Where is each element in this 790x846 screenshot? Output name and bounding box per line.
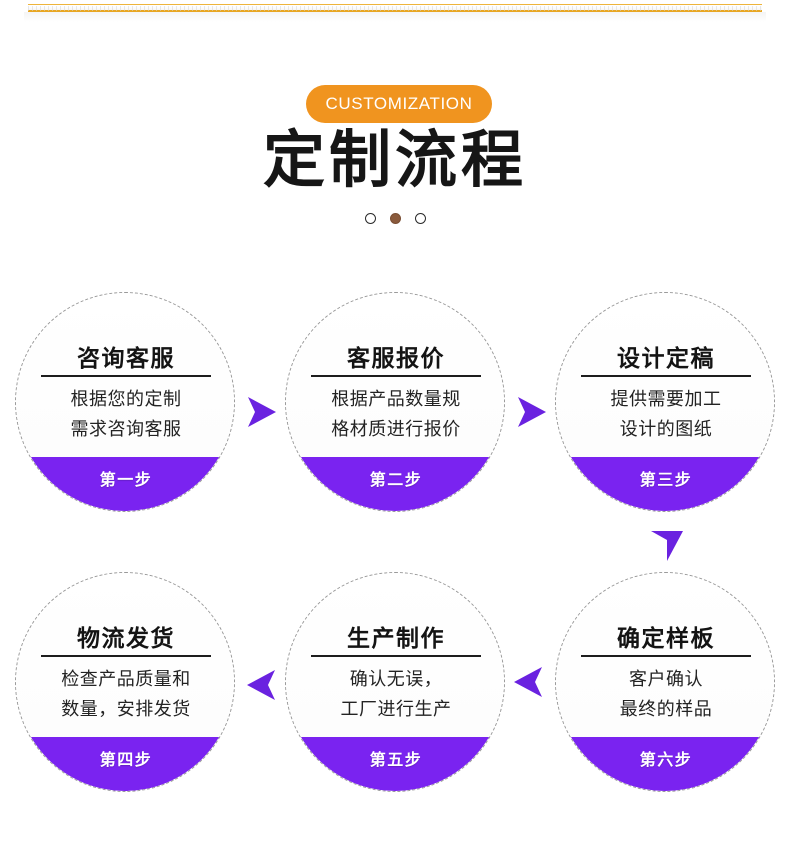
flow-step-4-label: 第四步 (99, 750, 153, 769)
flow-step-2-body: 客服报价 根据产品数量规 格材质进行报价 第二步 (286, 293, 504, 511)
flow-step-2-title: 客服报价 (347, 346, 445, 372)
flow-step-6-footer (556, 737, 774, 791)
flow-step-2[interactable]: 客服报价 根据产品数量规 格材质进行报价 第二步 (285, 292, 505, 512)
flow-step-4-description: 检查产品质量和 数量，安排发货 (24, 665, 228, 725)
flow-step-6-desc-line1: 客户确认 (629, 669, 703, 690)
arrow-step5-to-step4-icon (243, 668, 279, 702)
flow-step-3[interactable]: 设计定稿 提供需要加工 设计的图纸 第三步 (555, 292, 775, 512)
top-strip-shadow (24, 12, 766, 22)
top-decorative-strip (28, 4, 762, 12)
flow-step-4-divider (41, 655, 211, 657)
flow-step-4[interactable]: 物流发货 检查产品质量和 数量，安排发货 第四步 (15, 572, 235, 792)
flow-step-6-divider (581, 655, 751, 657)
flow-step-2-description: 根据产品数量规 格材质进行报价 (294, 385, 498, 445)
flow-step-1-desc-line2: 需求咨询客服 (70, 419, 182, 440)
carousel-dot-1[interactable] (364, 213, 376, 224)
flow-step-5-body: 生产制作 确认无误， 工厂进行生产 第五步 (286, 573, 504, 791)
flow-step-6[interactable]: 确定样板 客户确认 最终的样品 第六步 (555, 572, 775, 792)
customization-badge: CUSTOMIZATION (306, 85, 492, 123)
flow-step-3-title: 设计定稿 (617, 346, 715, 372)
flow-step-3-desc-line1: 提供需要加工 (610, 389, 722, 410)
flow-step-5-footer (286, 737, 504, 791)
flow-step-3-footer (556, 457, 774, 511)
flow-step-6-label: 第六步 (639, 750, 693, 769)
flow-step-2-desc-line1: 根据产品数量规 (331, 389, 461, 410)
flow-step-2-divider (311, 375, 481, 377)
arrow-step3-to-step6-icon (648, 528, 686, 564)
flow-step-3-divider (581, 375, 751, 377)
flow-step-4-desc-line2: 数量，安排发货 (61, 699, 191, 720)
flow-step-3-label: 第三步 (639, 470, 693, 489)
flow-step-6-title: 确定样板 (617, 626, 715, 652)
flow-step-5-title: 生产制作 (347, 626, 445, 652)
flow-step-5[interactable]: 生产制作 确认无误， 工厂进行生产 第五步 (285, 572, 505, 792)
flow-step-3-body: 设计定稿 提供需要加工 设计的图纸 第三步 (556, 293, 774, 511)
flow-step-6-desc-line2: 最终的样品 (619, 699, 713, 720)
flow-step-1-desc-line1: 根据您的定制 (70, 389, 182, 410)
flow-step-2-footer (286, 457, 504, 511)
arrow-step2-to-step3-icon (514, 395, 550, 429)
carousel-dots (0, 213, 790, 224)
flow-step-3-desc-line2: 设计的图纸 (619, 419, 713, 440)
flow-step-4-body: 物流发货 检查产品质量和 数量，安排发货 第四步 (16, 573, 234, 791)
flow-step-5-description: 确认无误， 工厂进行生产 (294, 665, 498, 725)
flow-step-1-title: 咨询客服 (77, 346, 175, 372)
carousel-dot-3[interactable] (414, 213, 426, 224)
flow-step-6-description: 客户确认 最终的样品 (564, 665, 768, 725)
flow-step-1-description: 根据您的定制 需求咨询客服 (24, 385, 228, 445)
flow-step-3-description: 提供需要加工 设计的图纸 (564, 385, 768, 445)
flow-step-5-desc-line1: 确认无误， (349, 669, 443, 690)
flow-step-4-desc-line1: 检查产品质量和 (61, 669, 191, 690)
flow-step-1-label: 第一步 (99, 470, 153, 489)
flow-step-5-divider (311, 655, 481, 657)
flow-step-5-label: 第五步 (369, 750, 423, 769)
arrow-step1-to-step2-icon (244, 395, 280, 429)
flow-step-1-footer (16, 457, 234, 511)
carousel-dot-2-active[interactable] (389, 213, 401, 224)
flow-step-4-title: 物流发货 (77, 626, 175, 652)
flow-step-6-body: 确定样板 客户确认 最终的样品 第六步 (556, 573, 774, 791)
flow-step-2-desc-line2: 格材质进行报价 (331, 419, 461, 440)
flow-step-5-desc-line2: 工厂进行生产 (340, 699, 452, 720)
flow-step-1[interactable]: 咨询客服 根据您的定制 需求咨询客服 第一步 (15, 292, 235, 512)
flow-step-1-body: 咨询客服 根据您的定制 需求咨询客服 第一步 (16, 293, 234, 511)
flow-step-1-divider (41, 375, 211, 377)
page-title: 定制流程 (262, 123, 527, 196)
flow-step-2-label: 第二步 (369, 470, 423, 489)
arrow-step6-to-step5-icon (510, 665, 546, 699)
flow-step-4-footer (16, 737, 234, 791)
